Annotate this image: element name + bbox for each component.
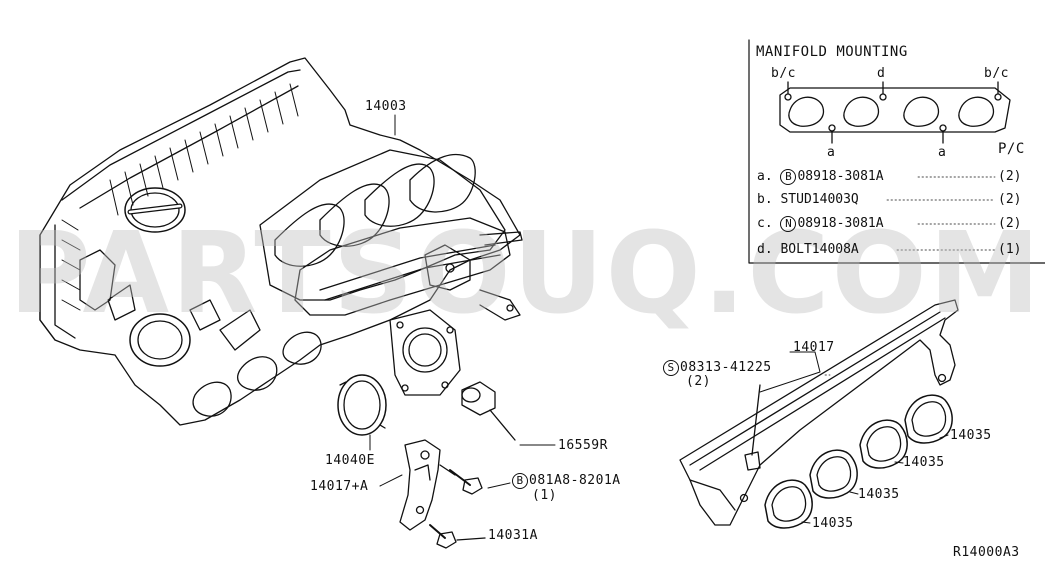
diagram-code: R14000A3 (953, 545, 1020, 560)
intake-manifold-drawing (39, 57, 523, 426)
callout-14035-2[interactable]: 14035 (903, 455, 945, 470)
row-part: 08918-3081A (797, 169, 884, 184)
marker-s-icon: S (663, 360, 679, 376)
marker-n-icon: N (780, 216, 797, 232)
callout-14017a[interactable]: 14017+A (310, 479, 369, 494)
inset-box (748, 39, 1045, 376)
marker-b-icon: B (780, 169, 797, 185)
callout-14040e[interactable]: 14040E (325, 453, 375, 468)
bracket-14017a-drawing (399, 439, 486, 549)
callout-14031a[interactable]: 14031A (488, 528, 538, 543)
bolt-label-a-left: a (827, 145, 836, 160)
callout-16559r[interactable]: 16559R (558, 438, 608, 453)
callout-14035-3[interactable]: 14035 (858, 487, 900, 502)
gasket-14040e-drawing (337, 374, 387, 436)
row-qty: (2) (998, 192, 1022, 207)
row-part: STUD14003Q (780, 192, 859, 207)
gaskets-14035-drawing (764, 394, 953, 529)
bolt-label-bc-right: b/c (984, 66, 1009, 81)
inset-title: MANIFOLD MOUNTING (756, 44, 908, 60)
bolt-label-a-right: a (938, 145, 947, 160)
inset-row[interactable]: b. STUD14003Q (2) (757, 192, 1021, 207)
cover-14017-drawing (679, 299, 959, 526)
throttle-spacer-drawing (389, 309, 461, 396)
bolt-label-d: d (877, 66, 886, 81)
callout-14035-1[interactable]: 14035 (950, 428, 992, 443)
row-key: b. (757, 192, 773, 207)
callout-14017[interactable]: 14017 (793, 340, 835, 355)
qty-header: P/C (998, 141, 1025, 157)
part-16559r-drawing (461, 381, 516, 441)
row-qty: (2) (998, 216, 1022, 231)
row-part: BOLT14008A (780, 242, 859, 257)
callout-14035-4[interactable]: 14035 (812, 516, 854, 531)
row-qty: (2) (998, 169, 1022, 184)
row-qty: (1) (998, 242, 1022, 257)
callout-14003[interactable]: 14003 (365, 99, 407, 114)
part-number: 08313-41225 (680, 360, 772, 375)
row-key: a. (757, 169, 773, 184)
part-number: 081A8-8201A (529, 473, 621, 488)
row-part: 08918-3081A (797, 216, 884, 231)
inset-row[interactable]: d. BOLT14008A (1) (757, 242, 1021, 257)
qty-081a8: (1) (532, 488, 557, 503)
bolt-label-bc-left: b/c (771, 66, 796, 81)
row-key: d. (757, 242, 773, 257)
row-key: c. (757, 216, 773, 231)
qty-08313: (2) (686, 374, 711, 389)
marker-b-icon: B (512, 473, 528, 489)
leader-lines (369, 114, 949, 524)
